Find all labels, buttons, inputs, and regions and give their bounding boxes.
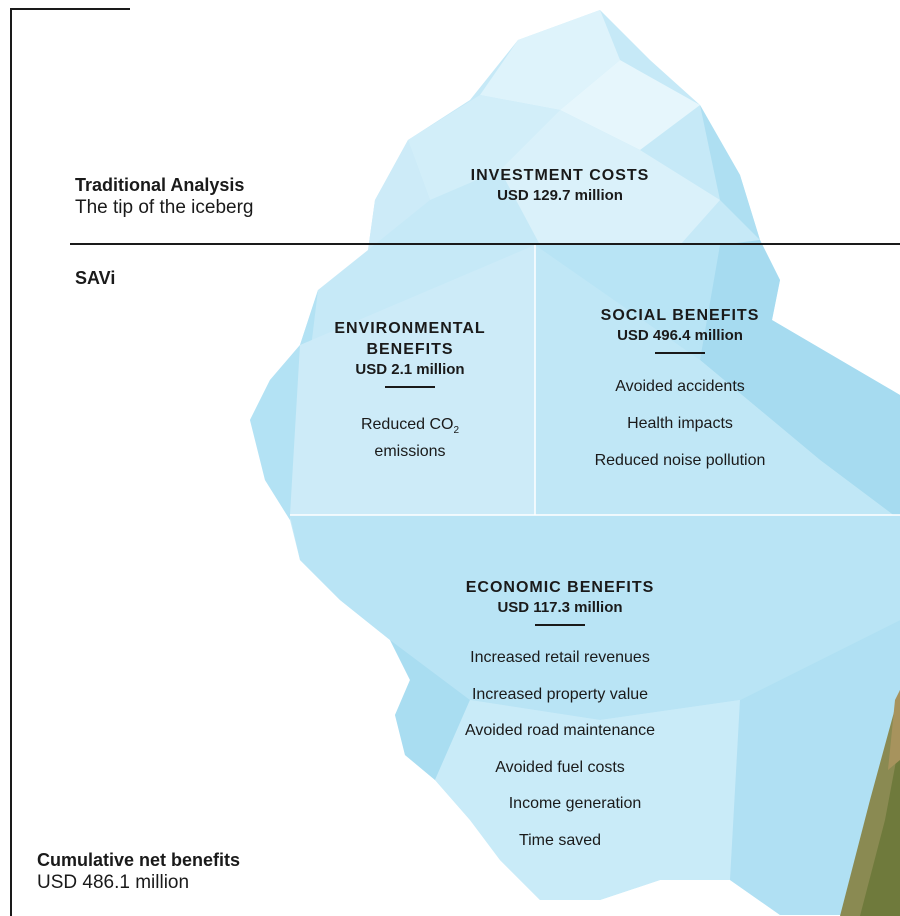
frame-top-border: [10, 8, 130, 10]
social-title: SOCIAL BENEFITS: [600, 307, 760, 324]
cumulative-title: Cumulative net benefits: [37, 850, 241, 870]
investment-costs-value: USD 129.7 million: [497, 187, 623, 204]
cumulative-value: USD 486.1 million: [37, 872, 190, 893]
social-item: Reduced noise pollution: [594, 452, 766, 469]
investment-costs-block: INVESTMENT COSTS USD 129.7 million: [445, 165, 675, 206]
economic-value: USD 117.3 million: [497, 599, 623, 616]
traditional-analysis-title: Traditional Analysis: [75, 175, 245, 195]
environmental-value: USD 2.1 million: [355, 361, 465, 378]
social-item: Avoided accidents: [615, 378, 745, 395]
economic-item: Income generation: [508, 795, 642, 812]
economic-item: Time saved: [518, 831, 602, 849]
economic-items: Increased retail revenues Increased prop…: [425, 640, 695, 859]
cumulative-net-benefits: Cumulative net benefits USD 486.1 millio…: [37, 850, 240, 895]
savi-label: SAVi: [75, 268, 115, 289]
economic-title: ECONOMIC BENEFITS: [465, 579, 655, 596]
social-benefits-block: SOCIAL BENEFITS USD 496.4 million Avoide…: [560, 305, 800, 479]
social-items: Avoided accidents Health impacts Reduced…: [560, 368, 800, 479]
economic-item: Avoided fuel costs: [495, 758, 625, 776]
savi-title: SAVi: [75, 268, 116, 288]
frame-left-border: [10, 8, 12, 916]
environmental-benefits-block: ENVIRONMENTAL BENEFITS USD 2.1 million R…: [300, 318, 520, 462]
social-item: Health impacts: [627, 415, 733, 432]
social-value: USD 496.4 million: [617, 327, 743, 344]
traditional-analysis-subtitle: The tip of the iceberg: [75, 197, 254, 218]
environmental-title-line2: BENEFITS: [366, 341, 454, 358]
environmental-item-co2: Reduced CO2: [360, 416, 460, 437]
investment-costs-title: INVESTMENT COSTS: [470, 167, 650, 184]
economic-underline: [535, 624, 585, 626]
environmental-items: Reduced CO2 emissions: [300, 414, 520, 462]
environmental-item-emissions: emissions: [374, 443, 446, 461]
traditional-analysis-label: Traditional Analysis The tip of the iceb…: [75, 175, 254, 220]
social-underline: [655, 352, 705, 354]
economic-benefits-block: ECONOMIC BENEFITS USD 117.3 million Incr…: [425, 577, 695, 859]
environmental-underline: [385, 386, 435, 388]
economic-item: Avoided road maintenance: [464, 722, 656, 739]
waterline-divider: [70, 243, 900, 245]
economic-item: Increased retail revenues: [470, 649, 650, 666]
economic-item: Increased property value: [471, 685, 649, 703]
environmental-title-line1: ENVIRONMENTAL: [334, 320, 486, 337]
